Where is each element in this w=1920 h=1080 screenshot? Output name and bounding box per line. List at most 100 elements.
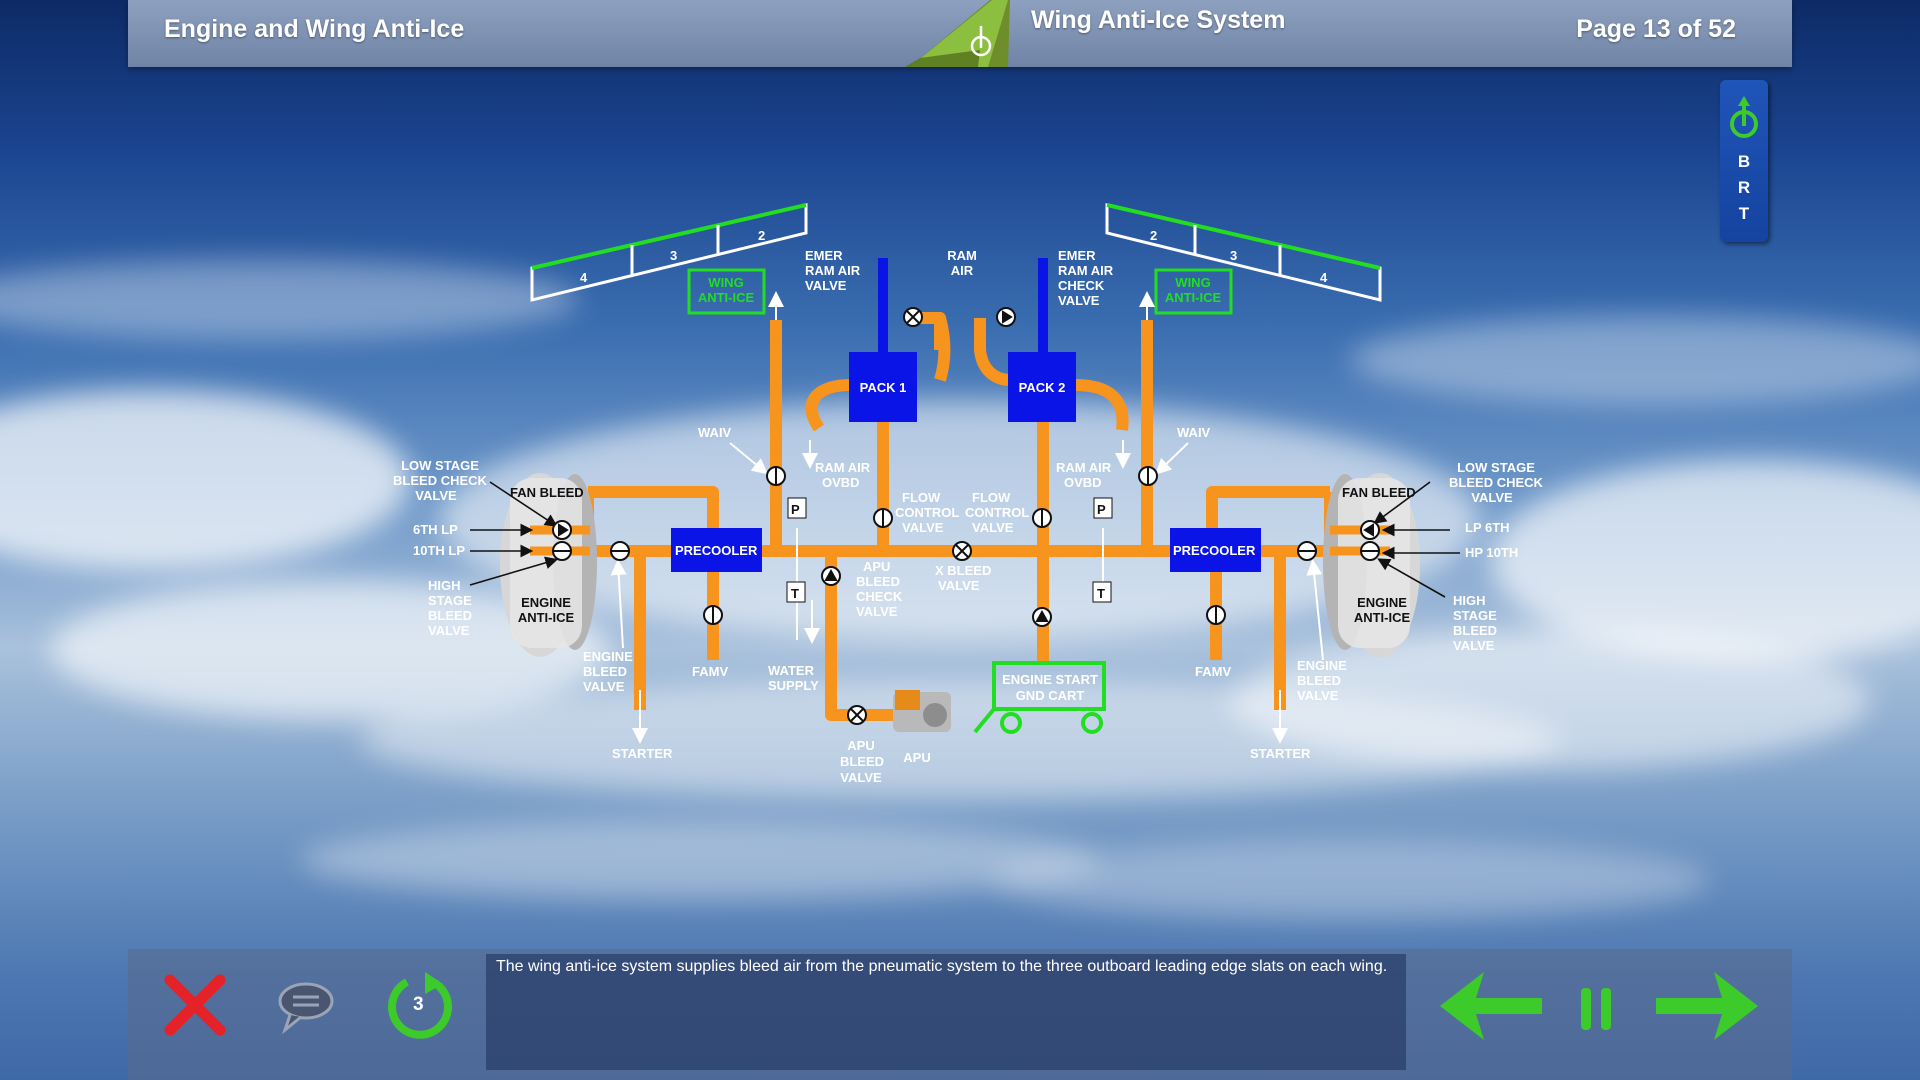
- svg-text:STAGE: STAGE: [428, 593, 472, 608]
- diagram-labels: EMER RAM AIR VALVE RAM AIR EMER RAM AIR …: [393, 248, 1544, 785]
- svg-text:ENGINE: ENGINE: [583, 649, 633, 664]
- svg-text:WING: WING: [1175, 275, 1210, 290]
- bleed-air-ducts: [532, 312, 1390, 721]
- svg-text:HIGH: HIGH: [428, 578, 461, 593]
- brt-letter-r: R: [1737, 178, 1751, 197]
- svg-text:VALVE: VALVE: [1453, 638, 1495, 653]
- svg-text:HIGH: HIGH: [1453, 593, 1486, 608]
- precooler-right: PRECOOLER: [1170, 528, 1261, 572]
- left-slat-2: 2: [758, 228, 765, 243]
- replay-count: 3: [413, 994, 424, 1015]
- svg-text:OVBD: OVBD: [1064, 475, 1102, 490]
- svg-text:ENGINE: ENGINE: [1297, 658, 1347, 673]
- right-slat-4: 4: [1320, 270, 1328, 285]
- replay-button[interactable]: 3: [385, 972, 455, 1042]
- narration-text: The wing anti-ice system supplies bleed …: [486, 954, 1406, 1070]
- svg-text:HP 10TH: HP 10TH: [1465, 545, 1518, 560]
- svg-text:ENGINE: ENGINE: [521, 595, 571, 610]
- svg-text:RAM AIR: RAM AIR: [815, 460, 871, 475]
- svg-text:VALVE: VALVE: [938, 578, 980, 593]
- svg-text:AIR: AIR: [951, 263, 974, 278]
- svg-text:PACK 2: PACK 2: [1019, 380, 1066, 395]
- course-title: Engine and Wing Anti-Ice: [164, 15, 465, 43]
- svg-text:WATER: WATER: [768, 663, 815, 678]
- svg-text:VALVE: VALVE: [583, 679, 625, 694]
- replay-icon: [388, 972, 452, 1039]
- svg-text:WAIV: WAIV: [698, 425, 732, 440]
- svg-text:EMER: EMER: [1058, 248, 1096, 263]
- svg-text:10TH LP: 10TH LP: [413, 543, 465, 558]
- svg-text:OVBD: OVBD: [822, 475, 860, 490]
- svg-text:FAN BLEED: FAN BLEED: [1342, 485, 1416, 500]
- wing-anti-ice-left: WING ANTI-ICE: [687, 268, 766, 315]
- svg-text:BLEED: BLEED: [1453, 623, 1497, 638]
- brightness-icon: [1730, 96, 1758, 138]
- svg-text:BLEED: BLEED: [583, 664, 627, 679]
- svg-text:APU: APU: [863, 559, 890, 574]
- svg-text:BLEED CHECK: BLEED CHECK: [1449, 475, 1544, 490]
- svg-text:CHECK: CHECK: [1058, 278, 1105, 293]
- svg-text:6TH LP: 6TH LP: [413, 522, 458, 537]
- svg-text:X BLEED: X BLEED: [935, 563, 991, 578]
- next-arrow-icon[interactable]: [1654, 968, 1762, 1044]
- brt-letter-t: T: [1738, 204, 1750, 223]
- svg-text:CONTROL: CONTROL: [965, 505, 1029, 520]
- svg-text:RAM AIR: RAM AIR: [1056, 460, 1112, 475]
- svg-text:P: P: [1097, 502, 1106, 517]
- svg-text:P: P: [791, 502, 800, 517]
- svg-text:LOW STAGE: LOW STAGE: [1457, 460, 1535, 475]
- page-title: Wing Anti-Ice System: [1031, 6, 1286, 34]
- svg-text:CONTROL: CONTROL: [895, 505, 959, 520]
- svg-text:BLEED: BLEED: [1297, 673, 1341, 688]
- close-icon[interactable]: [160, 970, 230, 1040]
- svg-text:BLEED: BLEED: [428, 608, 472, 623]
- svg-text:FLOW: FLOW: [972, 490, 1011, 505]
- svg-text:ANTI-ICE: ANTI-ICE: [698, 290, 755, 305]
- svg-text:RAM AIR: RAM AIR: [1058, 263, 1114, 278]
- svg-text:VALVE: VALVE: [1471, 490, 1513, 505]
- svg-text:WING: WING: [708, 275, 743, 290]
- svg-text:RAM: RAM: [947, 248, 977, 263]
- pause-icon[interactable]: [1579, 984, 1613, 1034]
- svg-text:ENGINE: ENGINE: [1357, 595, 1407, 610]
- aircraft-tail-icon: [905, 0, 1010, 67]
- svg-text:BLEED: BLEED: [856, 574, 900, 589]
- pack-2: PACK 2: [1008, 258, 1076, 422]
- page-counter: Page 13 of 52: [1576, 15, 1736, 43]
- svg-text:RAM AIR: RAM AIR: [805, 263, 861, 278]
- left-slat-3: 3: [670, 248, 677, 263]
- svg-text:GND CART: GND CART: [1016, 688, 1085, 703]
- brightness-panel[interactable]: B R T: [1720, 80, 1768, 242]
- valves: [552, 307, 1380, 725]
- left-wing-slats: 4 3 2: [530, 203, 808, 302]
- engine-left: [500, 473, 597, 657]
- engine-start-gnd-cart: ENGINE START GND CART: [973, 661, 1106, 734]
- svg-text:BLEED: BLEED: [840, 754, 884, 769]
- wing-anti-ice-right: WING ANTI-ICE: [1154, 268, 1233, 315]
- svg-text:STAGE: STAGE: [1453, 608, 1497, 623]
- svg-text:T: T: [791, 586, 799, 601]
- svg-text:APU: APU: [847, 738, 874, 753]
- svg-text:VALVE: VALVE: [415, 488, 457, 503]
- comment-icon[interactable]: [275, 978, 337, 1034]
- svg-text:VALVE: VALVE: [902, 520, 944, 535]
- brt-letter-b: B: [1737, 152, 1751, 171]
- svg-text:CHECK: CHECK: [856, 589, 903, 604]
- flow-arrows: [537, 291, 1388, 744]
- svg-text:APU: APU: [903, 750, 930, 765]
- sensors: P P T T: [786, 497, 1113, 603]
- svg-text:VALVE: VALVE: [428, 623, 470, 638]
- back-arrow-icon[interactable]: [1436, 968, 1544, 1044]
- svg-text:VALVE: VALVE: [805, 278, 847, 293]
- left-slat-4: 4: [580, 270, 588, 285]
- svg-text:STARTER: STARTER: [1250, 746, 1311, 761]
- svg-text:ANTI-ICE: ANTI-ICE: [518, 610, 575, 625]
- svg-text:VALVE: VALVE: [840, 770, 882, 785]
- svg-text:BLEED CHECK: BLEED CHECK: [393, 473, 488, 488]
- svg-text:VALVE: VALVE: [1297, 688, 1339, 703]
- svg-text:ENGINE START: ENGINE START: [1002, 672, 1098, 687]
- svg-text:FLOW: FLOW: [902, 490, 941, 505]
- svg-text:PACK 1: PACK 1: [860, 380, 907, 395]
- svg-text:VALVE: VALVE: [972, 520, 1014, 535]
